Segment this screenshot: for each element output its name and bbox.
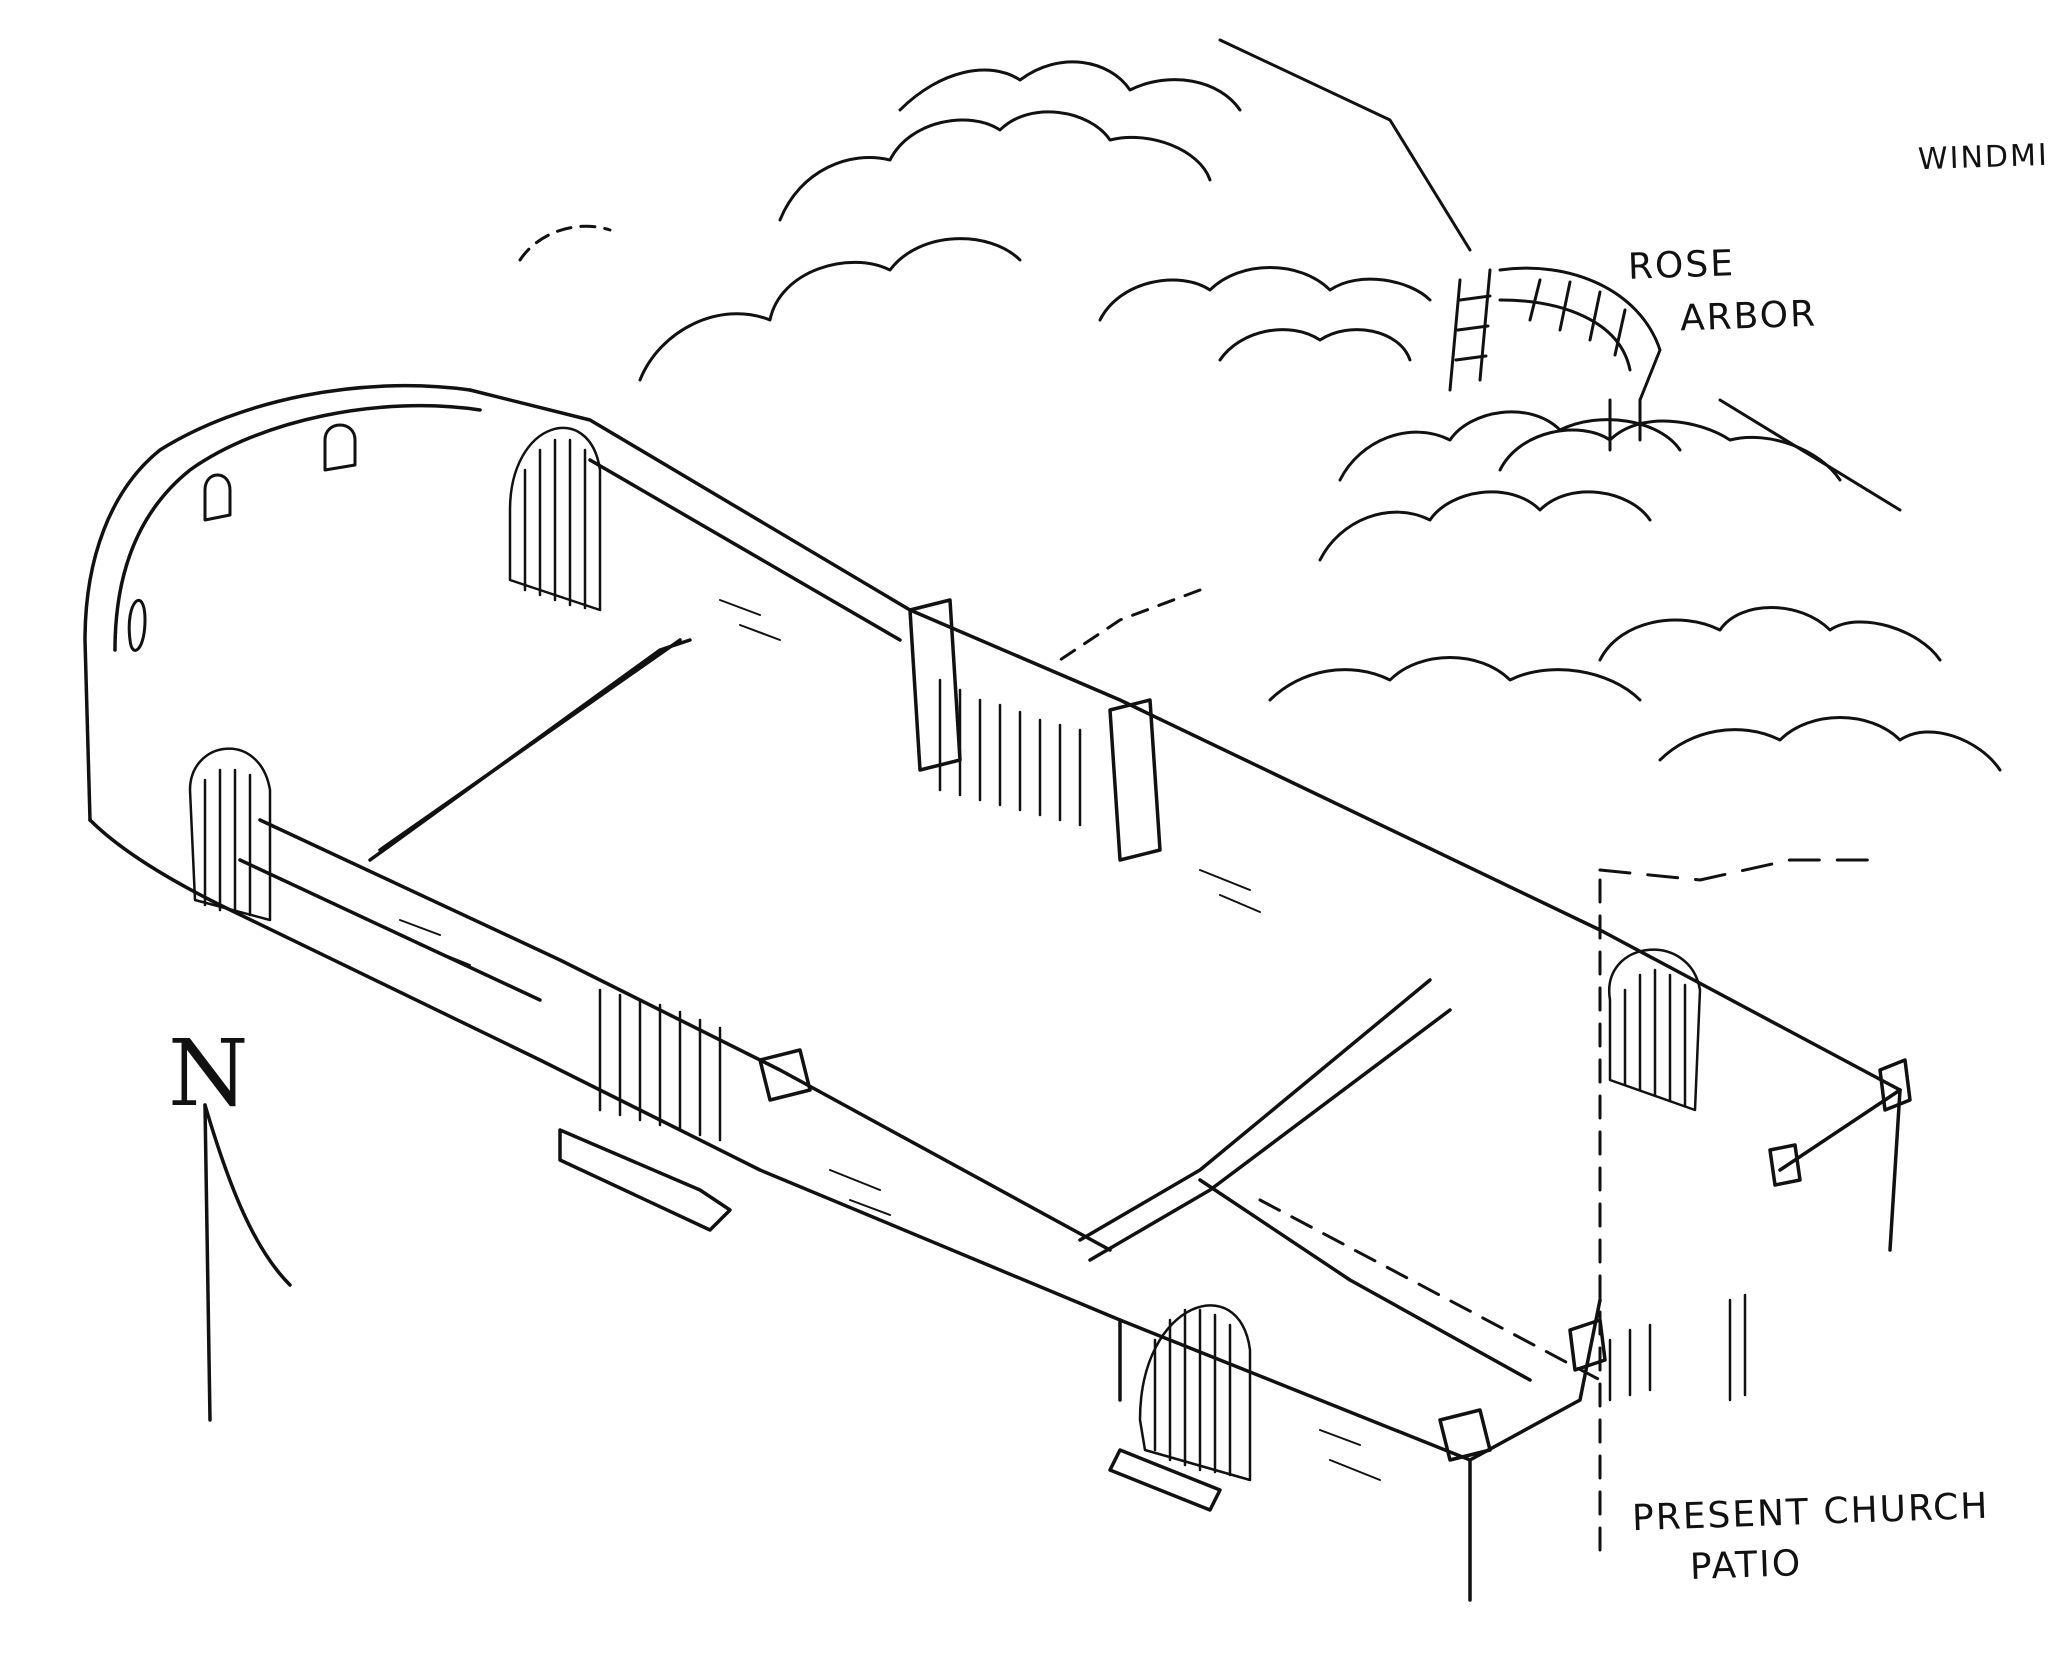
gates [190,428,1745,1480]
windmill-label: WINDMI [1917,137,2048,178]
north-arrow [205,1105,290,1420]
north-label: N [168,1020,249,1127]
wall-openings [129,425,355,650]
rose-arbor [1450,268,1660,450]
garden-wall [85,386,1910,1600]
patio-outline [1260,880,1600,1560]
shrub-masses [520,40,2000,880]
church-patio-label-line2: PATIO [1689,1543,1803,1588]
rose-arbor-label-line2: ARBOR [1679,293,1818,340]
brick-texture [400,600,1380,1480]
rose-arbor-label-line1: ROSE [1627,243,1736,288]
